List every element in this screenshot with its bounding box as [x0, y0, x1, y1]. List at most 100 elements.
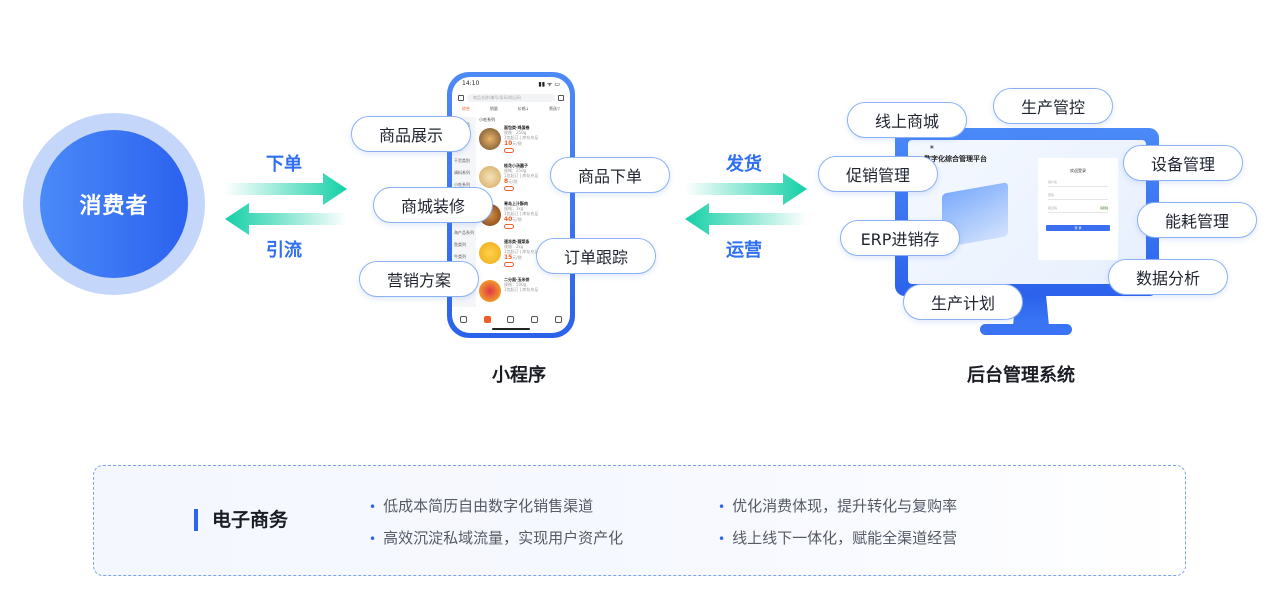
shipping-flow-label: 发货 — [726, 154, 762, 175]
phone-bottom-nav — [452, 316, 570, 323]
profile-icon — [554, 316, 562, 323]
product-name: 桂花小汤圆子 — [504, 163, 528, 168]
product-price: 15 — [504, 254, 513, 261]
mini-program-caption: 小程序 — [492, 365, 546, 386]
product-spec-button — [504, 224, 514, 229]
consumer-node: 消费者 — [40, 130, 188, 278]
phone-category-title: 小吃系列 — [479, 117, 495, 122]
signal-icon: ▮▮ ᯤ ▭ — [538, 81, 560, 88]
captcha-field: 验证码 1234 — [1048, 206, 1108, 213]
login-card: 欢迎登录 用户名 密码 验证码 1234 登 录 — [1038, 158, 1118, 260]
tag-equipment-management: 设备管理 — [1123, 145, 1243, 181]
tag-production-plan: 生产计划 — [903, 284, 1023, 320]
tag-order-tracking: 订单跟踪 — [536, 238, 656, 274]
phone-category: 干货类别 — [454, 158, 470, 163]
phone-tab: 筛选▽ — [548, 106, 561, 111]
bullet-text: 高效沉淀私域流量，实现用户资产化 — [383, 529, 624, 547]
bullet-dot-icon: • — [369, 500, 377, 514]
product-image — [479, 166, 501, 188]
product-stock: 1包起订 | 库存充足 — [504, 287, 539, 292]
platform-logo: ▣ — [930, 144, 934, 149]
phone-search-input: 商品名称/编号/条码/助记码 — [467, 93, 555, 102]
tag-data-analysis: 数据分析 — [1108, 259, 1228, 295]
phone-sort-tabs: 综合 销量 价格↓ 筛选▽ — [452, 106, 570, 112]
phone-tab: 销量 — [489, 106, 498, 111]
password-field: 密码 — [1048, 193, 1108, 200]
panel-bullet: • 线上线下一体化，赋能全渠道经营 — [718, 527, 957, 548]
product-price: 8 — [504, 178, 509, 185]
consumer-label: 消费者 — [79, 194, 149, 219]
tag-erp-inventory: ERP进销存 — [840, 220, 960, 256]
panel-bullet: •优化消费体现，提升转化与复购率 — [718, 495, 957, 516]
product-spec: 规格：2kg — [504, 244, 524, 249]
product-unit: 元/袋 — [512, 217, 522, 222]
product-name: 二分面·玉米饼 — [504, 277, 530, 282]
login-title: 欢迎登录 — [1070, 168, 1086, 173]
phone-tab: 综合 — [461, 106, 470, 111]
product-spec: 规格：500g — [504, 282, 527, 287]
product-spec: 规格：250g — [504, 130, 527, 135]
order-flow-label: 下单 — [266, 154, 302, 175]
username-field: 用户名 — [1048, 180, 1108, 187]
captcha-image: 1234 — [1100, 206, 1108, 210]
product-stock: 1包起订 | 库存充足 — [504, 135, 539, 140]
phone-category: 鱼类列 — [454, 242, 466, 247]
bullet-dot-icon: • — [718, 500, 726, 514]
product-price: 40 — [504, 216, 513, 223]
product-image — [479, 128, 501, 150]
scan-icon — [458, 94, 464, 101]
home-indicator — [492, 328, 530, 330]
tag-place-order: 商品下单 — [550, 157, 670, 193]
tag-store-decoration: 商城装修 — [373, 187, 493, 223]
product-stock: 1包起订 | 库存充足 — [504, 173, 539, 178]
right-arrow-icon — [685, 173, 807, 205]
panel-title: 电子商务 — [194, 509, 288, 531]
phone-tab: 价格↓ — [517, 106, 530, 111]
product-spec-button — [504, 186, 514, 191]
home-icon — [460, 316, 468, 323]
product-stock: 1包起订 | 库存充足 — [504, 211, 539, 216]
product-spec: 规格：250g — [504, 168, 527, 173]
phone-category: 海产品系列 — [454, 230, 474, 235]
bullet-dot-icon: • — [369, 532, 377, 546]
left-arrow-icon — [685, 203, 807, 235]
phone-category: 牛类列 — [454, 254, 466, 259]
product-name: 青岛上汁酥肉 — [504, 201, 528, 206]
category-icon — [483, 316, 491, 323]
panel-bullet: •低成本简历自由数字化销售渠道 — [369, 495, 593, 516]
product-name: 速冻类·蔬菜条 — [504, 239, 530, 244]
phone-category: 调料系列 — [454, 170, 470, 175]
product-stock: 1包起订 | 库存充足 — [504, 249, 539, 254]
product-spec: 规格：1kg — [504, 206, 524, 211]
tag-product-display: 商品展示 — [351, 116, 471, 152]
left-arrow-icon — [225, 203, 347, 235]
login-button: 登 录 — [1046, 225, 1110, 231]
panel-bullet: • 高效沉淀私域流量，实现用户资产化 — [369, 527, 623, 548]
phone-status-bar: 14:10 ▮▮ ᯤ ▭ — [452, 77, 570, 89]
bullet-dot-icon: • — [718, 532, 726, 546]
product-unit: 元/袋 — [512, 141, 522, 146]
phone-time: 14:10 — [462, 80, 480, 87]
bullet-text: 线上线下一体化，赋能全渠道经营 — [732, 529, 958, 547]
tag-promotion-management: 促销管理 — [818, 156, 938, 192]
tag-online-mall: 线上商城 — [847, 102, 967, 138]
tag-production-control: 生产管控 — [993, 88, 1113, 124]
right-arrow-icon — [225, 173, 347, 205]
tag-energy-management: 能耗管理 — [1137, 202, 1257, 238]
order-icon — [507, 316, 515, 323]
captcha-label: 验证码 — [1048, 206, 1058, 210]
backend-monitor: ▣ 数字化综合管理平台 欢迎登录 用户名 密码 验证码 1234 登 录 — [895, 128, 1159, 296]
operation-flow-label: 运营 — [726, 240, 762, 261]
cart-icon — [531, 316, 539, 323]
product-name: 面包类·鸡蛋卷 — [504, 125, 530, 130]
backend-caption: 后台管理系统 — [967, 365, 1075, 386]
monitor-screen: ▣ 数字化综合管理平台 欢迎登录 用户名 密码 验证码 1234 登 录 — [908, 140, 1146, 284]
product-unit: 元/袋 — [508, 179, 518, 184]
product-price: 10 — [504, 140, 513, 147]
